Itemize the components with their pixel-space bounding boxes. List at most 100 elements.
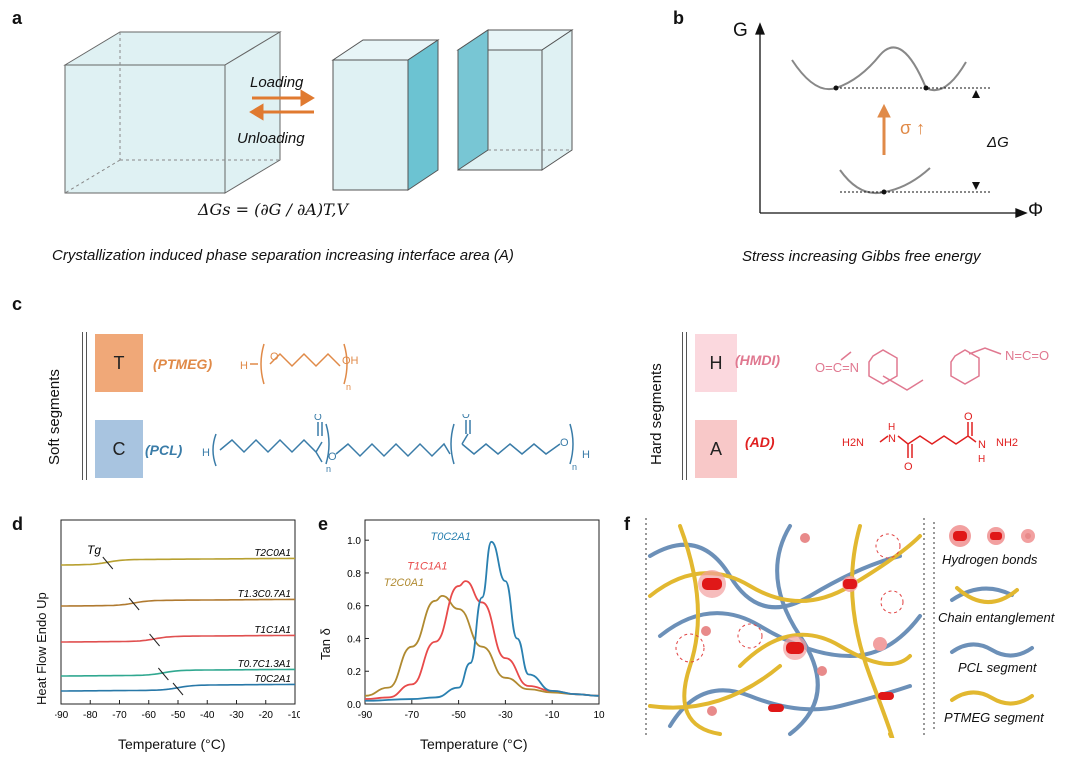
pcl-legend-icon: [950, 642, 1034, 658]
large-cube: [63, 31, 282, 194]
svg-text:N: N: [978, 439, 986, 451]
ptmeg-name: (PTMEG): [153, 356, 213, 372]
svg-text:H: H: [978, 454, 985, 465]
tan-series-label: T1C1A1: [407, 561, 447, 573]
pcl-n: n: [326, 464, 331, 474]
tan-ytick: 0.8: [347, 569, 361, 580]
tan-ytick: 0.6: [347, 602, 361, 613]
lower-energy-curve: [839, 167, 931, 194]
hmdi-structure: O=C=N N=C=O: [815, 347, 1049, 391]
tg-label: Tg: [87, 543, 101, 557]
ad-o: O: [904, 461, 913, 472]
tan-series-line: [364, 580, 600, 700]
panel-a-caption: Crystallization induced phase separation…: [52, 247, 514, 264]
stress-arrow: [877, 103, 891, 155]
panel-c-label: c: [12, 294, 23, 314]
soft-segments-title: Soft segments: [46, 369, 63, 465]
ptmeg-n: n: [346, 382, 351, 392]
ad-left: H2N: [842, 437, 864, 449]
entanglement-legend-icon: [950, 586, 1019, 604]
dsc-curve: [61, 634, 295, 643]
pcl-o: O: [328, 451, 337, 463]
tg-marker: [149, 633, 160, 647]
tan-series-label: T0C2A1: [431, 531, 471, 543]
legend-hbond: Hydrogen bonds: [942, 552, 1038, 567]
network-legend: [933, 522, 1035, 732]
pcl-h-left: H: [202, 447, 210, 459]
hmdi-nco: N=C=O: [1005, 348, 1049, 363]
hbond-legend-icon: [949, 525, 1035, 547]
tan-xlabel: Temperature (°C): [420, 736, 528, 752]
hmdi-name: (HMDI): [735, 352, 781, 368]
dsc-xtick: -90: [55, 710, 69, 721]
ptmeg-chains: [648, 524, 922, 738]
stretched-prism-2: [456, 29, 574, 171]
tan-xtick: -10: [545, 710, 560, 721]
svg-text:O: O: [462, 414, 470, 421]
legend-ptmeg: PTMEG segment: [944, 710, 1044, 725]
energy-landscape: [755, 22, 1028, 218]
dsc-curve: [61, 668, 295, 677]
dsc-curve: [61, 557, 295, 566]
tan-ytick: 0.0: [347, 700, 361, 711]
ad-structure: H2N N H O O N H NH2: [842, 412, 1018, 472]
tg-marker: [172, 682, 184, 696]
dsc-curve: [61, 683, 295, 692]
dsc-curve: [61, 598, 295, 607]
dsc-xtick: -10: [288, 710, 300, 721]
dsc-xtick: -70: [112, 710, 127, 721]
unloading-label: Unloading: [237, 130, 305, 147]
hmdi-ocn: O=C=N: [815, 360, 859, 375]
delta-g-label: ΔG: [987, 134, 1009, 151]
pcl-structure: H O O n O O n H: [202, 414, 590, 474]
dsc-xtick: -40: [200, 710, 215, 721]
ptmeg-h: H: [240, 360, 248, 372]
svg-text:H: H: [582, 449, 590, 461]
hbond-sites: [698, 533, 894, 716]
tan-xtick: -70: [405, 710, 420, 721]
tan-xtick: -90: [358, 710, 373, 721]
tan-ytick: 0.4: [347, 634, 361, 645]
ptmeg-structure: H O n OH: [240, 343, 359, 392]
loading-label: Loading: [250, 74, 304, 91]
dsc-xtick: -30: [229, 710, 244, 721]
ad-right: NH2: [996, 437, 1018, 449]
stretched-prism-1: [331, 39, 440, 191]
ptmeg-o: O: [270, 351, 279, 363]
panel-a-cubes: [63, 29, 574, 194]
dsc-xtick: -80: [83, 710, 98, 721]
legend-pcl: PCL segment: [958, 660, 1037, 675]
dsc-curve-label: T0C2A1: [254, 674, 291, 685]
pcl-box: C: [95, 420, 143, 478]
ad-name: (AD): [745, 434, 775, 450]
ptmeg-oh: OH: [342, 355, 359, 367]
dsc-curve-label: T0.7C1.3A1: [238, 659, 291, 670]
tan-series-label: T2C0A1: [384, 577, 424, 589]
svg-text:n: n: [572, 462, 577, 472]
panel-b-caption: Stress increasing Gibbs free energy: [742, 248, 981, 265]
ad-h: H: [888, 422, 895, 433]
tan-ytick: 1.0: [347, 536, 361, 547]
panel-b-label: b: [673, 8, 684, 28]
dsc-ylabel: Heat Flow Endo Up: [34, 592, 49, 705]
network-illustration: [645, 518, 925, 738]
upper-energy-curve: [791, 46, 967, 92]
dsc-chart: -90-80-70-60-50-40-30-20-10 T2C0A1T1.3C0…: [55, 519, 300, 721]
svg-text:O: O: [314, 414, 322, 423]
dsc-curve-label: T2C0A1: [254, 548, 291, 559]
tan-series-line: [364, 594, 600, 697]
ptmeg-legend-icon: [950, 690, 1034, 706]
hard-segments-title: Hard segments: [648, 363, 665, 465]
dsc-xlabel: Temperature (°C): [118, 736, 226, 752]
svg-text:O: O: [964, 412, 973, 423]
tg-marker: [157, 667, 169, 681]
dsc-xtick: -20: [259, 710, 274, 721]
tg-marker: [102, 556, 114, 570]
loading-arrow: [249, 89, 315, 121]
svg-text:O: O: [560, 437, 569, 449]
sigma-label: σ ↑: [900, 118, 926, 138]
panel-f-label: f: [624, 514, 630, 534]
legend-entanglement: Chain entanglement: [938, 610, 1055, 625]
pcl-name: (PCL): [145, 442, 183, 458]
